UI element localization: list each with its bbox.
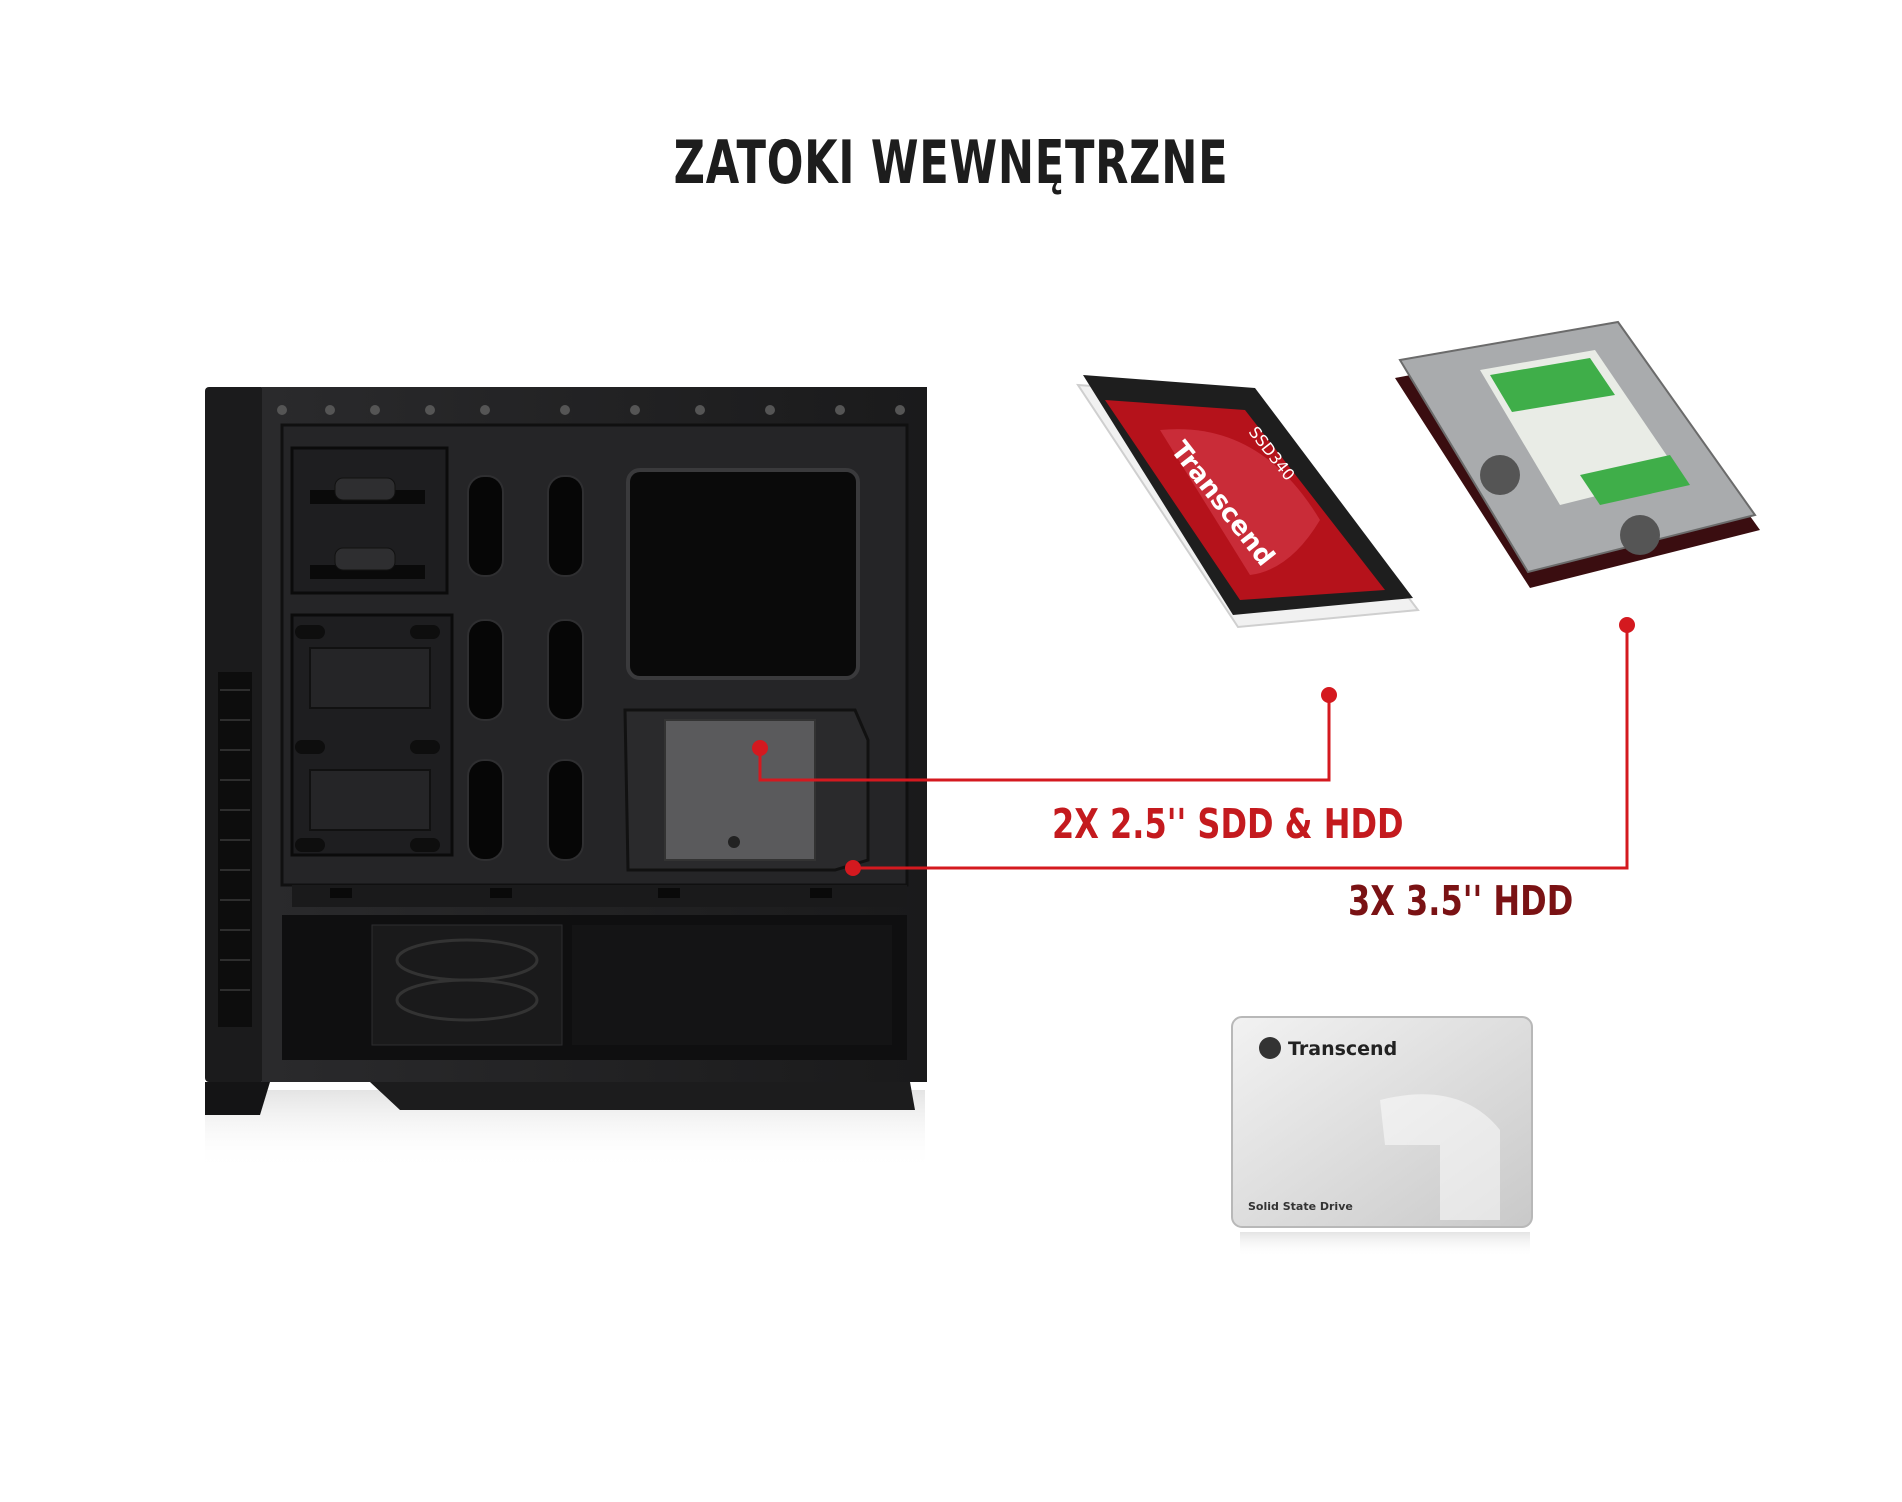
ssd-red-transcend: Transcend SSD340 (1076, 375, 1420, 629)
callout-hdd-dot-end (1619, 617, 1635, 633)
front-vent-slots (220, 689, 250, 991)
callout-ssd-dot-start (752, 740, 768, 756)
top-screws (277, 405, 905, 415)
svg-text:Transcend: Transcend (1288, 1038, 1397, 1060)
cpu-cutout (626, 468, 860, 680)
cable-cutouts (467, 475, 584, 861)
callout-hdd-label: 3X 3.5'' HDD (1348, 877, 1574, 925)
pc-case (205, 387, 927, 1170)
svg-text:Solid State Drive: Solid State Drive (1248, 1200, 1353, 1213)
callout-hdd-line (853, 625, 1629, 870)
page-title: ZATOKI WEWNĘTRZNE (673, 128, 1229, 198)
hdd-wd-green (1395, 320, 1760, 588)
front-vent (218, 672, 252, 1027)
callout-ssd-dot-end (1321, 687, 1337, 703)
ssd-silver-transcend: Transcend Solid State Drive (1231, 1016, 1533, 1257)
callout-ssd-line (758, 695, 1331, 782)
callout-ssd-label: 2X 2.5'' SDD & HDD (1052, 800, 1404, 848)
callout-hdd-dot-start (845, 860, 861, 876)
ssd-bracket (664, 719, 816, 861)
case-foot (245, 1082, 915, 1110)
